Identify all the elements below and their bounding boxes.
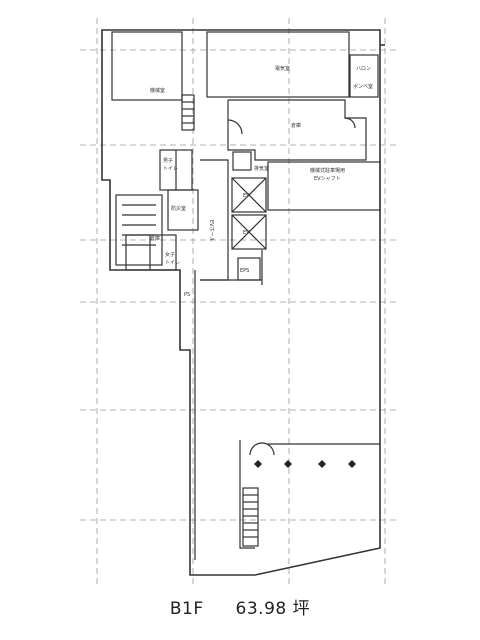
label-elevator-2: EV	[243, 230, 250, 236]
room-machine-shaft: 機械式駐車場用	[310, 167, 345, 174]
floor-name: B1F	[169, 599, 204, 619]
floor-caption: B1F 63.98 坪	[0, 594, 480, 624]
room-halon-cylinder-line1: ハロン	[356, 66, 371, 72]
room-womens-toilet-2: トイレ	[165, 260, 180, 266]
room-electrical-room: 電気室	[275, 65, 290, 72]
room-machine-room: 機械室	[150, 87, 165, 94]
label-ps: PS	[184, 292, 190, 298]
room-machine-shaft-line2: EVシャフト	[314, 176, 341, 182]
floor-area-value: 63.98	[235, 599, 287, 619]
room-halon-cylinder-line2: ボンベ室	[353, 83, 373, 90]
column-markers	[254, 460, 356, 468]
label-eps: EPS	[240, 268, 249, 274]
floor-area-unit: 坪	[292, 599, 311, 619]
room-mens-toilet: 男子	[163, 157, 173, 164]
outer-walls	[101, 29, 385, 576]
room-womens-toilet: 女子	[165, 251, 175, 258]
room-storage: 倉庫	[291, 122, 301, 129]
label-elevator-1: EV	[243, 193, 250, 199]
room-exhaust-shaft: 排気室	[254, 165, 269, 172]
room-disaster: 防災室	[171, 205, 186, 212]
grid-lines	[80, 18, 400, 586]
floor-plan: 機械室 電気室 ハロン ボンベ室 倉庫 機械式駐車場用 EVシャフト 排気室 E…	[80, 18, 400, 586]
room-halon-cylinder: ハロン	[356, 66, 371, 72]
room-ev-hall: EVホール	[208, 220, 214, 242]
room-mens-toilet-2: トイレ	[163, 166, 178, 172]
room-pantry: 倉庫	[150, 235, 160, 242]
upper-partitions	[111, 31, 381, 560]
